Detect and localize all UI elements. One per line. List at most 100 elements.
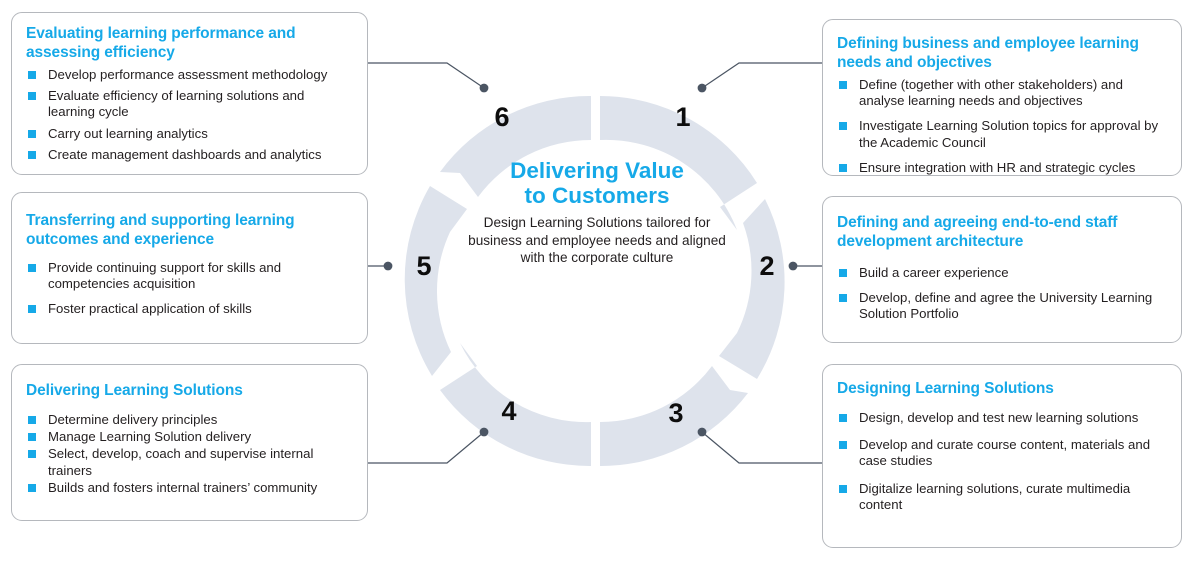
arc-segment-1 bbox=[600, 95, 757, 231]
list-item: Create management dashboards and analyti… bbox=[26, 147, 353, 163]
list-item: Select, develop, coach and supervise int… bbox=[26, 446, 353, 478]
list-item-text: Develop performance assessment methodolo… bbox=[48, 67, 328, 82]
list-item: Design, develop and test new learning so… bbox=[837, 410, 1167, 426]
connector-3 bbox=[701, 431, 822, 464]
bullet-square-icon bbox=[839, 484, 847, 493]
arc-segment-6 bbox=[440, 95, 591, 197]
list-item-text: Develop and curate course content, mater… bbox=[859, 437, 1151, 469]
bullet-square-icon bbox=[28, 483, 36, 492]
arc-segment-3 bbox=[600, 366, 748, 467]
list-item: Ensure integration with HR and strategic… bbox=[837, 160, 1167, 176]
hub-title-line-1: Delivering Value bbox=[510, 158, 684, 183]
list-item: Build a career experience bbox=[837, 265, 1167, 281]
bullet-square-icon bbox=[839, 122, 847, 131]
bullet-square-icon bbox=[839, 163, 847, 172]
bullet-square-icon bbox=[839, 294, 847, 303]
step-card-4-bullets: Determine delivery principles Manage Lea… bbox=[26, 412, 353, 496]
list-item-text: Manage Learning Solution delivery bbox=[48, 429, 252, 445]
connector-1 bbox=[701, 62, 822, 89]
connector-4 bbox=[368, 431, 485, 464]
step-number-6: 6 bbox=[494, 102, 510, 132]
list-item-text: Investigate Learning Solution topics for… bbox=[859, 118, 1159, 150]
bullet-square-icon bbox=[839, 269, 847, 277]
step-number-4: 4 bbox=[501, 396, 517, 426]
list-item: Develop performance assessment methodolo… bbox=[26, 67, 353, 83]
list-item: Investigate Learning Solution topics for… bbox=[837, 118, 1167, 150]
step-card-5-title: Transferring and supporting learning out… bbox=[26, 212, 295, 248]
list-item: Develop and curate course content, mater… bbox=[837, 437, 1167, 469]
bullet-square-icon bbox=[28, 305, 36, 314]
list-item: Builds and fosters internal trainers’ co… bbox=[26, 480, 353, 496]
connector-dot-3 bbox=[697, 427, 707, 437]
bullet-square-icon bbox=[28, 71, 36, 79]
list-item: Develop, define and agree the University… bbox=[837, 290, 1167, 322]
list-item-text: Select, develop, coach and supervise int… bbox=[48, 446, 314, 478]
list-item: Carry out learning analytics bbox=[26, 126, 353, 142]
list-item: Foster practical application of skills bbox=[26, 301, 353, 317]
connector-dot-5 bbox=[383, 261, 393, 271]
connector-dot-6 bbox=[479, 83, 489, 93]
arc-segment-5 bbox=[404, 186, 467, 376]
bullet-square-icon bbox=[28, 92, 36, 101]
connector-dot-2 bbox=[788, 261, 798, 271]
bullet-square-icon bbox=[839, 414, 847, 422]
connectors bbox=[368, 62, 822, 464]
hub-subtitle: Design Learning Solutions tailored for b… bbox=[468, 215, 726, 265]
step-card-4-title: Delivering Learning Solutions bbox=[26, 382, 243, 399]
step-card-3[interactable]: Designing Learning Solutions Design, dev… bbox=[822, 364, 1182, 548]
list-item-text: Digitalize learning solutions, curate mu… bbox=[859, 480, 1131, 512]
step-card-5-bullets: Provide continuing support for skills an… bbox=[26, 260, 353, 318]
step-card-5[interactable]: Transferring and supporting learning out… bbox=[11, 192, 368, 344]
list-item-text: Evaluate efficiency of learning solution… bbox=[48, 88, 305, 120]
list-item-text: Ensure integration with HR and strategic… bbox=[859, 159, 1136, 175]
hub-title-line-2: to Customers bbox=[524, 183, 670, 208]
list-item-text: Builds and fosters internal trainers’ co… bbox=[48, 479, 318, 495]
list-item-text: Carry out learning analytics bbox=[48, 125, 208, 141]
list-item: Determine delivery principles bbox=[26, 412, 353, 428]
list-item: Evaluate efficiency of learning solution… bbox=[26, 88, 353, 120]
step-card-6[interactable]: Evaluating learning performance and asse… bbox=[11, 12, 368, 175]
list-item-text: Design, develop and test new learning so… bbox=[859, 410, 1139, 425]
connector-dot-1 bbox=[697, 83, 707, 93]
list-item-text: Develop, define and agree the University… bbox=[859, 290, 1153, 322]
list-item-text: Build a career experience bbox=[859, 265, 1009, 280]
step-card-2[interactable]: Defining and agreeing end-to-end staff d… bbox=[822, 196, 1182, 343]
list-item-text: Define (together with other stakeholders… bbox=[859, 77, 1123, 109]
bullet-square-icon bbox=[28, 150, 36, 159]
bullet-square-icon bbox=[839, 81, 847, 89]
step-card-2-bullets: Build a career experience Develop, defin… bbox=[837, 265, 1167, 323]
step-number-3: 3 bbox=[668, 398, 684, 428]
bullet-square-icon bbox=[28, 416, 36, 424]
arc-segments bbox=[404, 95, 785, 467]
bullet-square-icon bbox=[28, 129, 36, 138]
list-item-text: Provide continuing support for skills an… bbox=[48, 260, 282, 292]
arc-segment-2 bbox=[719, 199, 785, 379]
list-item-text: Create management dashboards and analyti… bbox=[48, 146, 322, 162]
list-item: Manage Learning Solution delivery bbox=[26, 429, 353, 445]
step-card-6-title: Evaluating learning performance and asse… bbox=[26, 25, 296, 61]
bullet-square-icon bbox=[28, 450, 36, 459]
step-number-5: 5 bbox=[416, 251, 432, 281]
step-number-1: 1 bbox=[675, 102, 691, 132]
list-item: Digitalize learning solutions, curate mu… bbox=[837, 481, 1167, 513]
step-card-1-title: Defining business and employee learning … bbox=[837, 35, 1139, 71]
step-card-2-title: Defining and agreeing end-to-end staff d… bbox=[837, 214, 1118, 250]
step-card-1[interactable]: Defining business and employee learning … bbox=[822, 19, 1182, 176]
step-card-4[interactable]: Delivering Learning Solutions Determine … bbox=[11, 364, 368, 521]
connector-dot-4 bbox=[479, 427, 489, 437]
step-card-3-bullets: Design, develop and test new learning so… bbox=[837, 410, 1167, 513]
bullet-square-icon bbox=[28, 264, 36, 272]
step-number-2: 2 bbox=[759, 251, 775, 281]
connector-dots bbox=[383, 83, 798, 437]
list-item: Define (together with other stakeholders… bbox=[837, 77, 1167, 109]
arc-segment-4 bbox=[440, 343, 591, 467]
step-card-6-bullets: Develop performance assessment methodolo… bbox=[26, 67, 353, 163]
step-card-1-bullets: Define (together with other stakeholders… bbox=[837, 77, 1167, 176]
connector-6 bbox=[368, 62, 485, 89]
hub-text-block: Delivering Value to Customers Design Lea… bbox=[468, 158, 726, 267]
list-item-text: Foster practical application of skills bbox=[48, 301, 252, 317]
list-item: Provide continuing support for skills an… bbox=[26, 260, 353, 292]
list-item-text: Determine delivery principles bbox=[48, 412, 218, 427]
